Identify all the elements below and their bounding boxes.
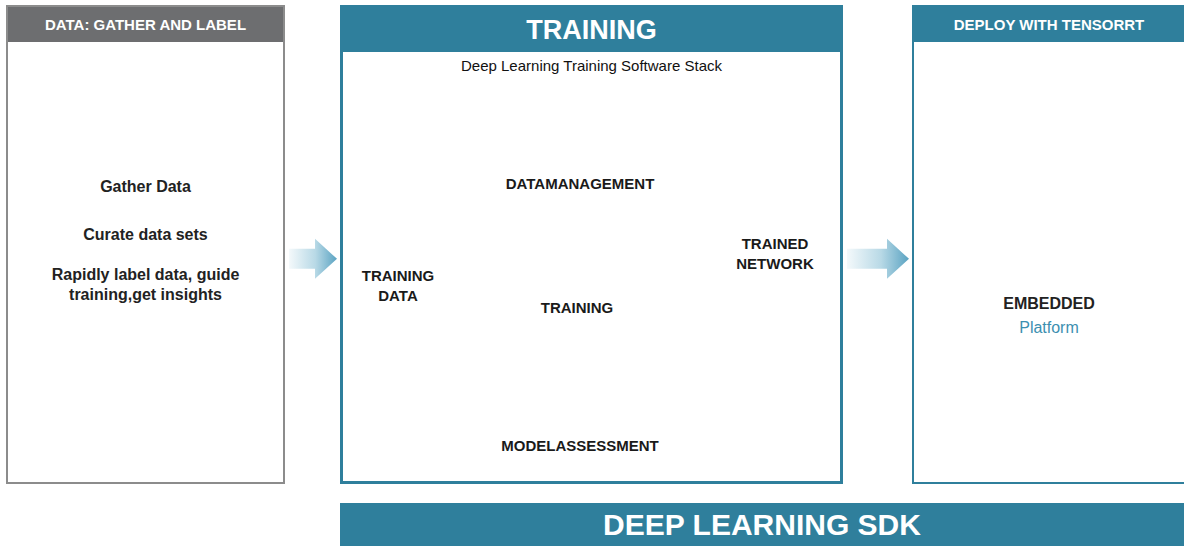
section-label: TRAINING (512, 298, 642, 318)
platform-subtitle: Platform (924, 318, 1174, 338)
step-text: Curate data sets (30, 225, 261, 245)
section-label: TRAINING DATA (352, 266, 444, 305)
sdk-band: DEEP LEARNING SDK (340, 503, 1184, 546)
step-text: Rapidly label data, guide training,get i… (30, 265, 261, 305)
platform-title: EMBEDDED (924, 294, 1174, 314)
data-panel: DATA: GATHER AND LABEL Gather DataCurate … (6, 5, 285, 484)
panel-header: DATA: GATHER AND LABEL (14, 7, 277, 42)
panel-header: DEPLOY WITH TENSORRT (920, 7, 1178, 42)
panel-header: TRAINING (349, 8, 834, 52)
flow-arrow (847, 239, 909, 279)
panel-subtitle: Deep Learning Training Software Stack (353, 57, 830, 76)
flow-arrow (289, 239, 337, 279)
band-title: DEEP LEARNING SDK (346, 503, 1178, 546)
section-label: DATAMANAGEMENT (475, 174, 685, 194)
section-label: TRAINED NETWORK (723, 234, 827, 273)
step-text: Gather Data (30, 177, 261, 197)
section-label: MODELASSESSMENT (475, 436, 685, 456)
deploy-panel: DEPLOY WITH TENSORRT EMBEDDED Platform (912, 5, 1184, 484)
